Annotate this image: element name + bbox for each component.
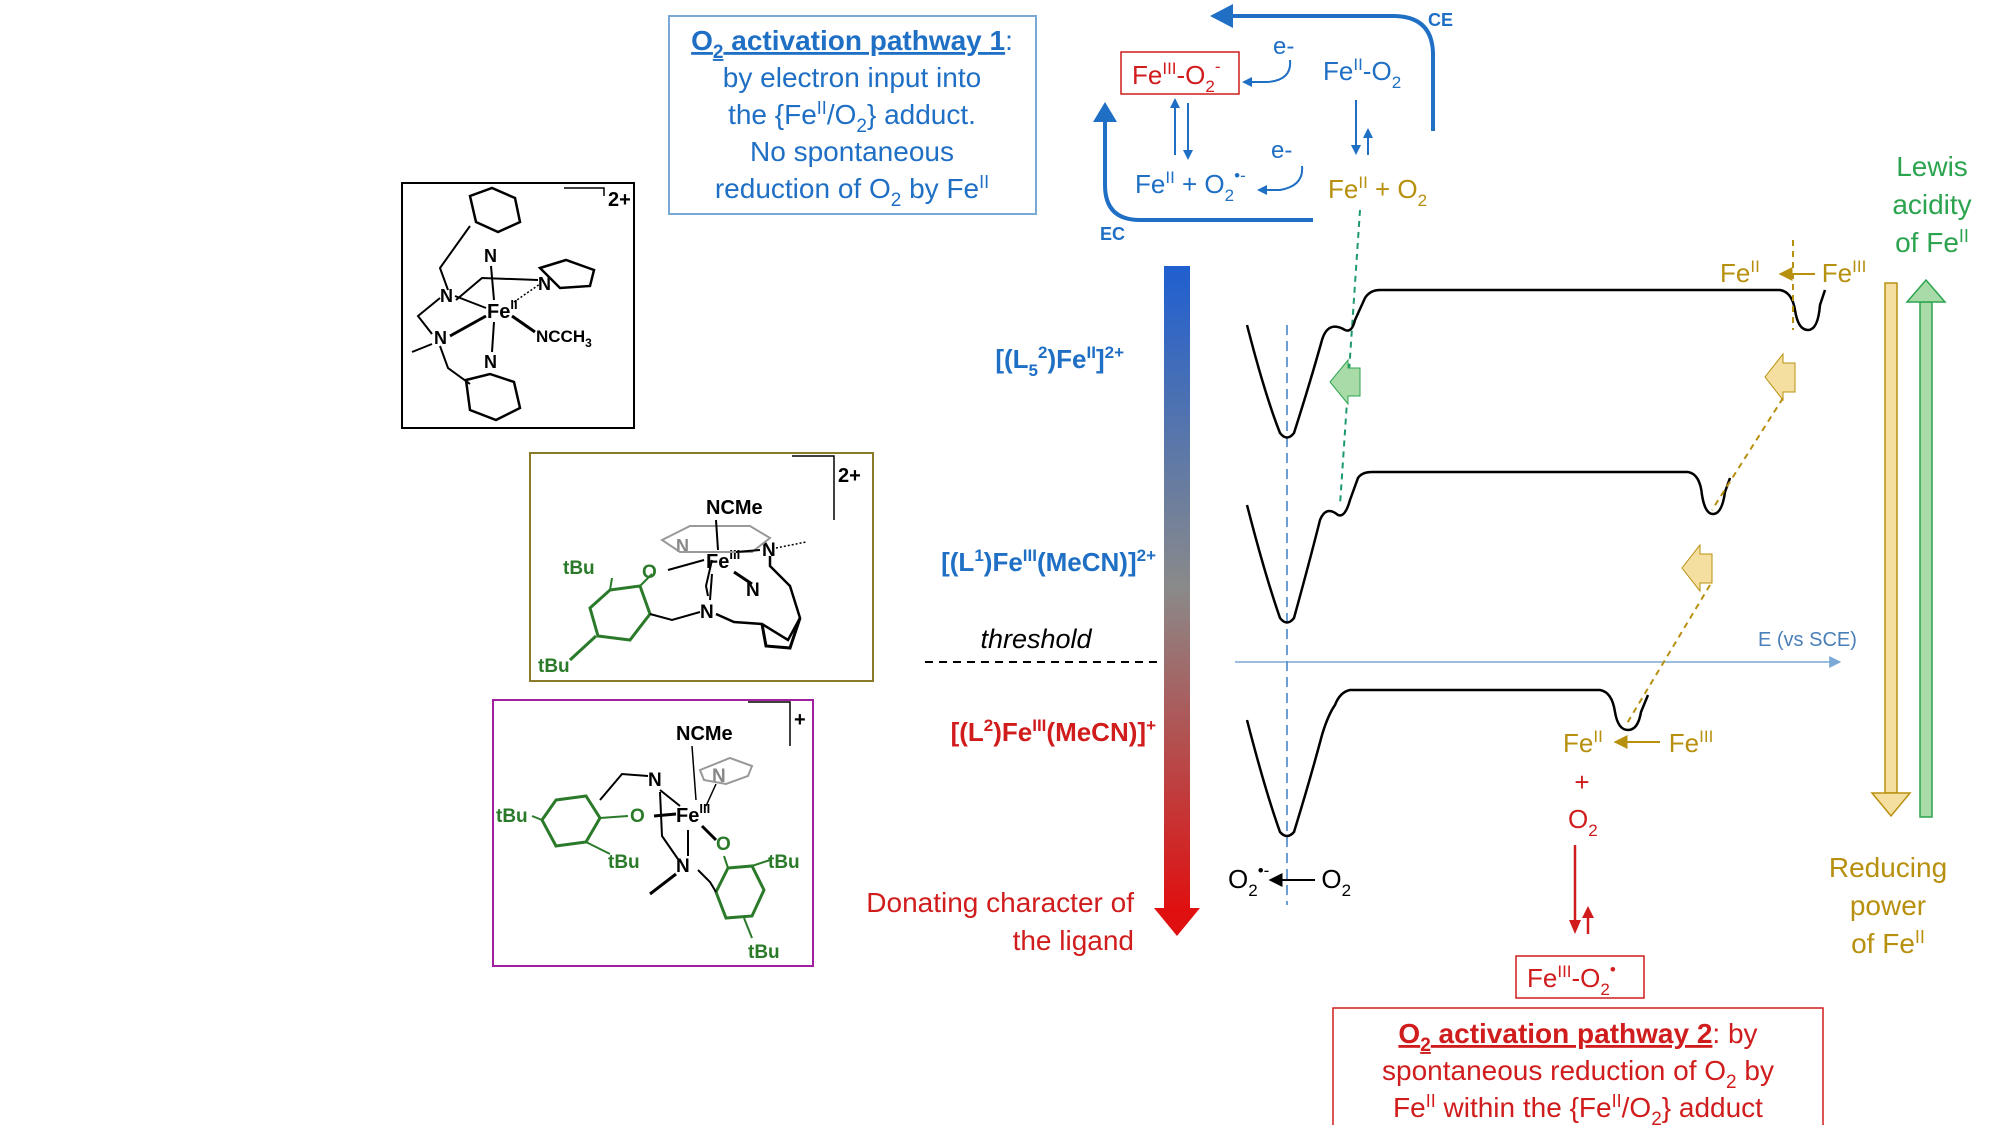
lewis-line2: acidity (1892, 189, 1971, 220)
svg-text:O: O (716, 834, 731, 855)
reducing-power-arrow (1870, 282, 1912, 818)
svg-text:tBu: tBu (563, 558, 595, 579)
fe3-superoxo-radical: FeIII-O2• (1527, 960, 1616, 999)
svg-text:O2 activation pathway 1:: O2 activation pathway 1: (691, 25, 1013, 63)
pathway2-box: O2 activation pathway 2: by spontaneous … (1332, 1007, 1824, 1125)
svg-text:N: N (440, 286, 453, 306)
ce-label: CE (1428, 10, 1453, 30)
svg-text:N: N (746, 580, 760, 601)
complex3-label: [(L2)FeIII(MeCN)]+ (951, 716, 1157, 747)
svg-text:NCCH3: NCCH3 (536, 327, 592, 350)
svg-text:2+: 2+ (838, 465, 861, 487)
svg-text:spontaneous reduction of O2 by: spontaneous reduction of O2 by (1382, 1055, 1774, 1093)
threshold-label: threshold (980, 624, 1092, 654)
fe2-o2-dropline (1339, 209, 1361, 506)
green-shift-arrow (1329, 358, 1361, 406)
svg-text:tBu: tBu (608, 852, 640, 873)
fe2-o2-adduct: FeII-O2 (1323, 55, 1401, 92)
pathway1-line1: by electron input into (723, 62, 981, 93)
potential-curve-2 (1245, 470, 1732, 624)
gold-shift-arrow-1 (1764, 352, 1796, 402)
pathway1-box: O2 activation pathway 1: by electron inp… (668, 15, 1037, 215)
svg-text:tBu: tBu (496, 806, 528, 827)
superoxide-o2: O2•-O2 (1228, 861, 1351, 900)
svg-text:N: N (434, 328, 447, 348)
svg-text:N: N (484, 352, 497, 372)
fe3-superoxo-box (1120, 51, 1240, 95)
fe2-plus-superoxide: FeII + O2•- (1135, 166, 1246, 205)
red-plus: + (1574, 767, 1589, 797)
gold-shift-arrow-2 (1681, 543, 1713, 593)
svg-text:FeII: FeII (487, 297, 518, 323)
svg-text:O2 activation pathway 2: by: O2 activation pathway 2: by (1398, 1018, 1757, 1056)
svg-text:+: + (794, 709, 806, 731)
svg-text:NCMe: NCMe (676, 723, 733, 745)
svg-text:N: N (700, 602, 714, 623)
svg-text:N: N (538, 274, 551, 294)
ce-arrow (1233, 14, 1435, 131)
lewis-acidity-arrow (1905, 278, 1947, 818)
donating-line2: the ligand (1013, 925, 1134, 956)
reducing-line1: Reducing (1829, 852, 1947, 883)
complex2-label: [(L1)FeIII(MeCN)]2+ (941, 546, 1156, 577)
ec-label: EC (1100, 224, 1125, 244)
lewis-line3: of FeII (1895, 226, 1969, 258)
svg-text:tBu: tBu (768, 852, 800, 873)
donating-gradient-arrow (1154, 266, 1200, 936)
pathway1-line2: the {FeII/O2} adduct. (728, 98, 976, 137)
svg-text:O: O (642, 562, 657, 583)
svg-text:FeIII: FeIII (706, 547, 740, 573)
structure-3: + NCMe N N tBu O FeIII O tBu N tBu tBu (492, 699, 814, 967)
e-minus-bottom: e- (1271, 137, 1292, 164)
donating-line1: Donating character of (866, 887, 1134, 918)
svg-text:2+: 2+ (608, 189, 631, 211)
svg-text:FeIII: FeIII (676, 801, 710, 827)
pathway1-line4: reduction of O2 by FeII (715, 172, 989, 211)
potential-curve-3 (1245, 688, 1650, 838)
reducing-line2: power (1850, 890, 1926, 921)
svg-text:O: O (630, 806, 645, 827)
svg-text:tBu: tBu (538, 656, 570, 677)
svg-text:tBu: tBu (748, 942, 780, 963)
svg-text:N: N (484, 246, 497, 266)
ec-arrow (1103, 120, 1313, 222)
axis-label: E (vs SCE) (1758, 629, 1857, 651)
svg-text:N: N (762, 540, 776, 561)
svg-text:NCMe: NCMe (706, 497, 763, 519)
fe2-plus-o2-gold: FeII + O2 (1328, 173, 1427, 210)
fe3-superoxo-radical-box (1515, 955, 1645, 999)
structure-2: 2+ NCMe tBu O FeIII N N N N tBu (529, 452, 874, 682)
reaction-scheme: CE EC FeIII-O2- e- FeII-O2 FeII + O2•- (1093, 4, 1453, 244)
fe3-superoxo-label: FeIII-O2- (1132, 57, 1221, 96)
potential-curve-1 (1245, 288, 1827, 439)
e-minus-top: e- (1273, 33, 1294, 60)
pathway1-line3: No spontaneous (750, 136, 954, 167)
red-o2: O2 (1568, 804, 1598, 840)
reducing-line3: of FeII (1851, 927, 1925, 959)
lewis-line1: Lewis (1896, 151, 1968, 182)
svg-text:FeII within the {FeII/O2} addu: FeII within the {FeII/O2} adduct (1393, 1091, 1763, 1125)
pathway1-title: O (691, 25, 713, 56)
structure-1: 2+ N N N N N FeII NCCH3 (401, 182, 635, 429)
complex1-label: [(L52)FeII]2+ (995, 343, 1124, 380)
svg-text:N: N (648, 770, 662, 791)
